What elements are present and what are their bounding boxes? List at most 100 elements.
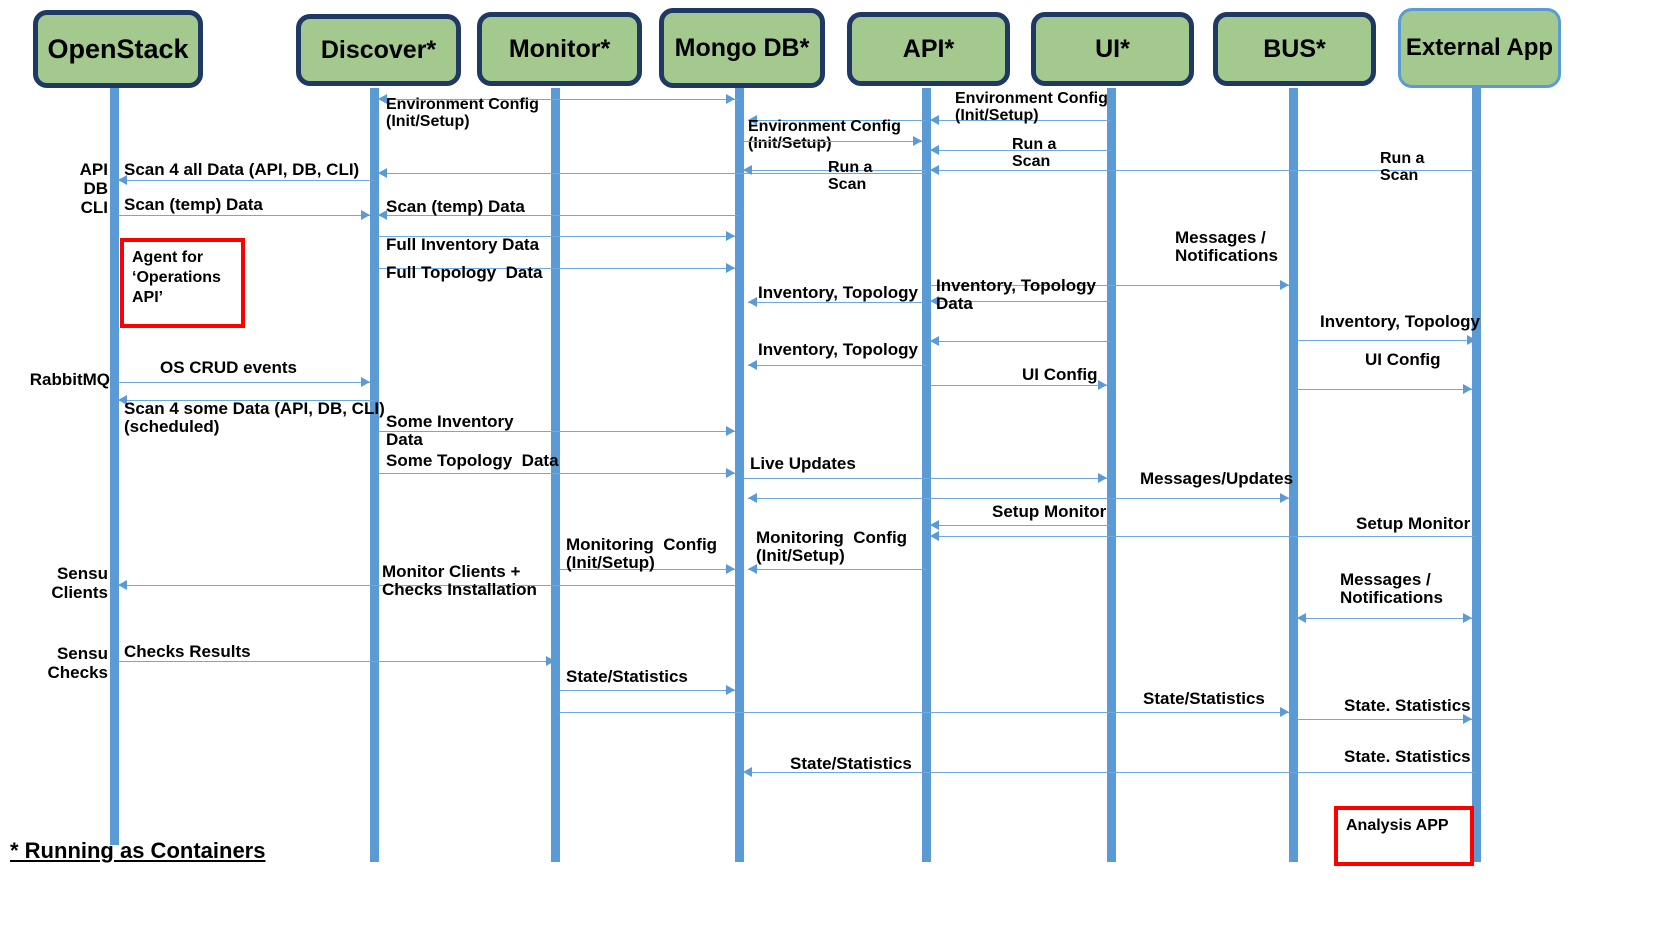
actor-box-discover[interactable]: Discover*	[296, 14, 461, 86]
arrowhead-right-m02	[726, 94, 735, 104]
message-line-m30	[930, 525, 1111, 526]
message-label-m39: State. Statistics	[1344, 696, 1471, 715]
actor-box-monitor[interactable]: Monitor*	[477, 12, 642, 86]
message-label-m21: UI Config	[1022, 365, 1098, 384]
message-line-m06	[930, 150, 1111, 151]
arrowhead-left-m32	[748, 564, 757, 574]
message-label-m03: Environment Config (Init/Setup)	[748, 118, 901, 153]
lifeline-monitor	[551, 88, 560, 862]
arrowhead-right-m13	[726, 231, 735, 241]
arrowhead-left-m07	[118, 175, 127, 185]
message-label-m09: Run a Scan	[1380, 150, 1425, 185]
message-line-m37	[559, 690, 735, 691]
message-line-m27	[743, 478, 1107, 479]
arrowhead-right-m34	[1463, 613, 1472, 623]
arrowhead-left-m24	[118, 395, 127, 405]
message-line-m23	[118, 382, 370, 383]
arrowhead-right-m15	[1280, 280, 1289, 290]
arrowhead-right-m11	[361, 210, 370, 220]
lifeline-ui	[1107, 88, 1116, 862]
message-label-m38: State/Statistics	[1143, 689, 1265, 708]
message-label-m23: OS CRUD events	[160, 358, 297, 377]
arrowhead-right-m18	[1467, 335, 1476, 345]
actor-box-ui[interactable]: UI*	[1031, 12, 1194, 86]
message-line-m03	[748, 120, 926, 121]
lifeline-openstack	[110, 88, 119, 845]
message-label-m11: Scan (temp) Data	[124, 195, 263, 214]
message-line-m20	[930, 341, 1111, 342]
message-line-m16	[748, 302, 926, 303]
message-line-m12	[378, 215, 739, 216]
message-line-m14	[378, 268, 735, 269]
lifeline-extapp	[1472, 88, 1481, 862]
message-line-m18	[1297, 340, 1476, 341]
message-label-m40: State. Statistics	[1344, 747, 1471, 766]
message-label-m27: Live Updates	[750, 454, 856, 473]
message-line-m08	[378, 173, 926, 174]
message-line-m10	[743, 170, 926, 171]
message-label-m25: Some Inventory Data	[386, 412, 514, 450]
message-line-m38	[559, 712, 1289, 713]
message-label-m35: Monitor Clients + Checks Installation	[382, 562, 537, 600]
actor-box-api[interactable]: API*	[847, 12, 1010, 86]
message-line-m34	[1297, 618, 1472, 619]
message-line-m19	[748, 365, 926, 366]
message-line-m24	[118, 400, 374, 401]
arrowhead-left-m12	[378, 210, 387, 220]
actor-box-bus[interactable]: BUS*	[1213, 12, 1376, 86]
row-label-row-rabbitmq: RabbitMQ	[29, 370, 110, 389]
message-line-m22	[1297, 389, 1472, 390]
arrowhead-right-m26	[726, 468, 735, 478]
arrowhead-left-m31	[930, 531, 939, 541]
message-label-m31: Setup Monitor	[1356, 514, 1471, 533]
message-label-m19: Inventory, Topology	[758, 340, 918, 359]
arrowhead-right-m05	[913, 136, 922, 146]
message-line-m04	[930, 120, 1111, 121]
actor-box-extapp[interactable]: External App	[1398, 8, 1561, 88]
message-label-m12: Scan (temp) Data	[386, 197, 525, 216]
message-label-m41: State/Statistics	[790, 754, 912, 773]
arrowhead-right-m39	[1463, 714, 1472, 724]
message-label-m01: Environment Config (Init/Setup)	[386, 96, 539, 131]
message-line-m35	[118, 585, 735, 586]
message-line-m40	[743, 772, 1476, 773]
message-label-m32: Monitoring Config (Init/Setup)	[756, 528, 908, 566]
actor-box-openstack[interactable]: OpenStack	[33, 10, 203, 88]
actor-box-mongodb[interactable]: Mongo DB*	[659, 8, 825, 88]
message-line-m31	[930, 536, 1476, 537]
footnote-running-as-containers: * Running as Containers	[10, 838, 266, 863]
arrowhead-right-m22	[1463, 384, 1472, 394]
message-line-m29	[748, 498, 1111, 499]
message-label-m06: Run a Scan	[1012, 136, 1057, 171]
arrowhead-left-m09	[930, 165, 939, 175]
arrowhead-left-m08	[378, 168, 387, 178]
lifeline-bus	[1289, 88, 1298, 862]
lifeline-api	[922, 88, 931, 862]
arrowhead-left-m19	[748, 360, 757, 370]
message-line-m15	[930, 285, 1289, 286]
arrowhead-right-m28	[1280, 493, 1289, 503]
arrowhead-left-m06	[930, 145, 939, 155]
row-label-row-api-db-cli: API DB CLI	[79, 160, 108, 218]
callout-analysis-callout: Analysis APP	[1334, 806, 1474, 866]
arrowhead-right-m14	[726, 263, 735, 273]
arrowhead-right-m27	[1098, 473, 1107, 483]
arrowhead-left-m30	[930, 520, 939, 530]
message-label-m13: Full Inventory Data	[386, 235, 540, 254]
message-label-m34: Messages / Notifications	[1340, 570, 1443, 608]
arrowhead-left-m03	[748, 115, 757, 125]
message-label-m37: State/Statistics	[566, 667, 688, 686]
arrowhead-left-m41	[735, 767, 744, 777]
message-line-m21	[930, 385, 1107, 386]
arrowhead-right-m38	[1280, 707, 1289, 717]
message-line-m01	[378, 99, 739, 100]
message-label-m18: Inventory, Topology	[1320, 312, 1480, 331]
message-line-m17	[930, 301, 1111, 302]
message-line-m13	[378, 236, 735, 237]
arrowhead-right-m23	[361, 377, 370, 387]
message-line-m09	[930, 170, 1476, 171]
arrowhead-left-m01	[378, 94, 387, 104]
message-label-m26: Some Topology Data	[386, 451, 559, 470]
lifeline-mongodb	[735, 88, 744, 862]
